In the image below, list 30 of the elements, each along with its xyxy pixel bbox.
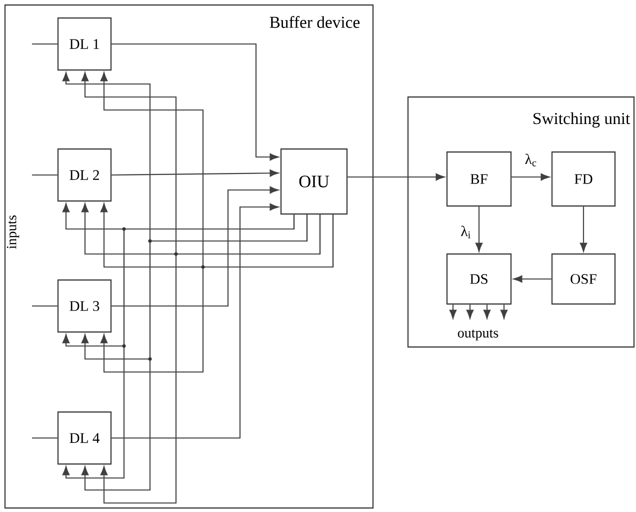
block-box: FD [551, 151, 616, 207]
arrow [348, 173, 445, 181]
outputs-text: outputs [458, 330, 498, 340]
arrow [81, 214, 308, 491]
input-line [32, 437, 58, 439]
edge-label: λ$_{i}$ [459, 224, 473, 240]
arrow [112, 170, 279, 177]
arrow [475, 206, 483, 252]
arrow [100, 214, 334, 373]
arrow [449, 304, 457, 319]
arrow [112, 43, 279, 161]
block-box: DS [446, 253, 512, 305]
arrow [512, 173, 550, 181]
text-label: inputs [6, 215, 20, 249]
arrow [112, 203, 279, 439]
arrow [62, 214, 295, 479]
arrow [100, 214, 321, 504]
arrow [466, 304, 474, 319]
edge-label: λ$_{c}$ [524, 152, 538, 168]
block-box: BF [446, 151, 512, 207]
arrow [580, 206, 588, 252]
arrow [483, 304, 491, 319]
arrow [513, 275, 552, 283]
arrow [500, 304, 508, 319]
interface-box: OIU [280, 148, 348, 215]
input-line [32, 43, 58, 45]
arrow [112, 186, 279, 307]
block-box: OSF [551, 253, 616, 305]
input-line [32, 174, 58, 176]
input-line [32, 305, 58, 307]
